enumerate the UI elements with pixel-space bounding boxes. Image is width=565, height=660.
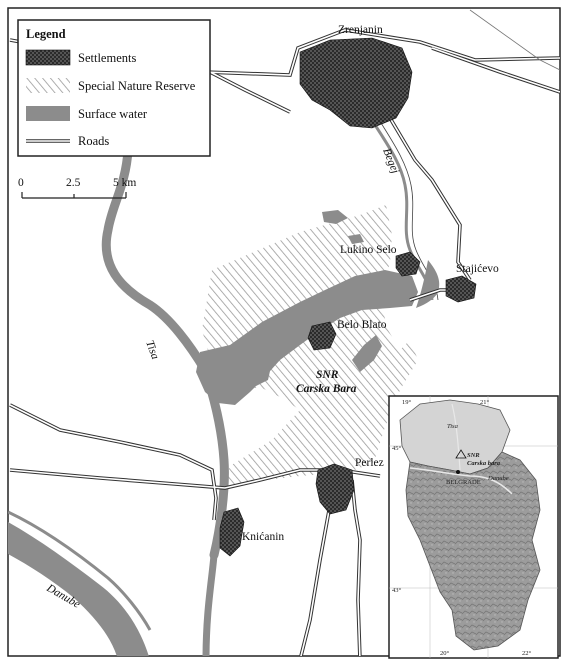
inset-tisa — [451, 403, 461, 471]
settlement-stajicevo — [445, 275, 477, 303]
legend-label-water: Surface water — [78, 107, 148, 121]
inset-grid-top-19: 19° — [402, 399, 412, 406]
scale-tick-5km: 5 km — [113, 177, 136, 189]
inset-grid-bottom-20: 20° — [440, 650, 450, 657]
danube-river-bank — [8, 510, 152, 631]
carska-bara-water — [196, 270, 418, 405]
legend-box: Legend Settlements Special Nature Reserv… — [17, 19, 211, 157]
inset-label-belgrade: BELGRADE — [446, 479, 481, 486]
legend-label-reserve: Special Nature Reserve — [78, 79, 196, 93]
settlement-lukino-selo — [395, 251, 421, 277]
settlement-perlez — [315, 463, 355, 515]
legend-label-settlements: Settlements — [78, 51, 136, 65]
water-pond-small — [348, 234, 364, 244]
inset-grid-left-43: 43° — [392, 587, 402, 594]
inset-belgrade-marker — [456, 470, 460, 474]
inset-snr-triangle — [455, 449, 467, 459]
inset-grid-top-21: 21° — [480, 399, 490, 406]
legend-swatch-reserve — [26, 78, 70, 93]
begej-river — [370, 119, 434, 301]
label-snr: SNR — [316, 369, 339, 381]
legend-label-roads: Roads — [78, 134, 109, 148]
settlement-zrenjanin — [299, 37, 413, 129]
label-belo-blato: Belo Blato — [337, 319, 387, 331]
tisa-river — [101, 145, 229, 560]
danube-river — [8, 522, 149, 656]
scale-tick-2-5: 2.5 — [66, 177, 81, 189]
water-pond-south — [352, 335, 382, 372]
settlement-belo-blato — [307, 321, 337, 351]
label-stajicevo: Stajićevo — [456, 263, 499, 275]
inset-label-snr: SNR — [467, 452, 480, 459]
label-carska-bara: Carska Bara — [296, 383, 357, 395]
inset-label-carska-bara: Carska bara — [467, 460, 501, 467]
label-lukino-selo: Lukino Selo — [340, 244, 397, 256]
settlement-knicanin — [219, 507, 245, 557]
water-pond-north — [322, 210, 348, 224]
inset-grid-left-45: 45° — [392, 445, 402, 452]
inset-map: SNR Carska bara BELGRADE Danube Tisa 19°… — [388, 395, 559, 659]
inset-label-tisa: Tisa — [447, 423, 458, 430]
inset-danube — [409, 467, 513, 495]
legend-title: Legend — [26, 27, 66, 41]
scale-tick-0: 0 — [18, 177, 24, 189]
inset-grid-bottom-22: 22° — [522, 650, 532, 657]
legend-swatch-settlements — [25, 49, 71, 66]
label-perlez: Perlez — [355, 457, 384, 469]
label-knicanin: Knićanin — [242, 531, 284, 543]
water-channel-west — [256, 362, 272, 386]
legend-swatch-water — [26, 106, 70, 121]
tisa-river-lower — [202, 554, 218, 656]
scale-bar: 0 2.5 5 km — [18, 177, 136, 199]
inset-central-serbia — [405, 451, 541, 651]
inset-label-danube: Danube — [487, 475, 509, 482]
label-zrenjanin: Zrenjanin — [338, 24, 383, 36]
railway-line — [469, 9, 560, 71]
